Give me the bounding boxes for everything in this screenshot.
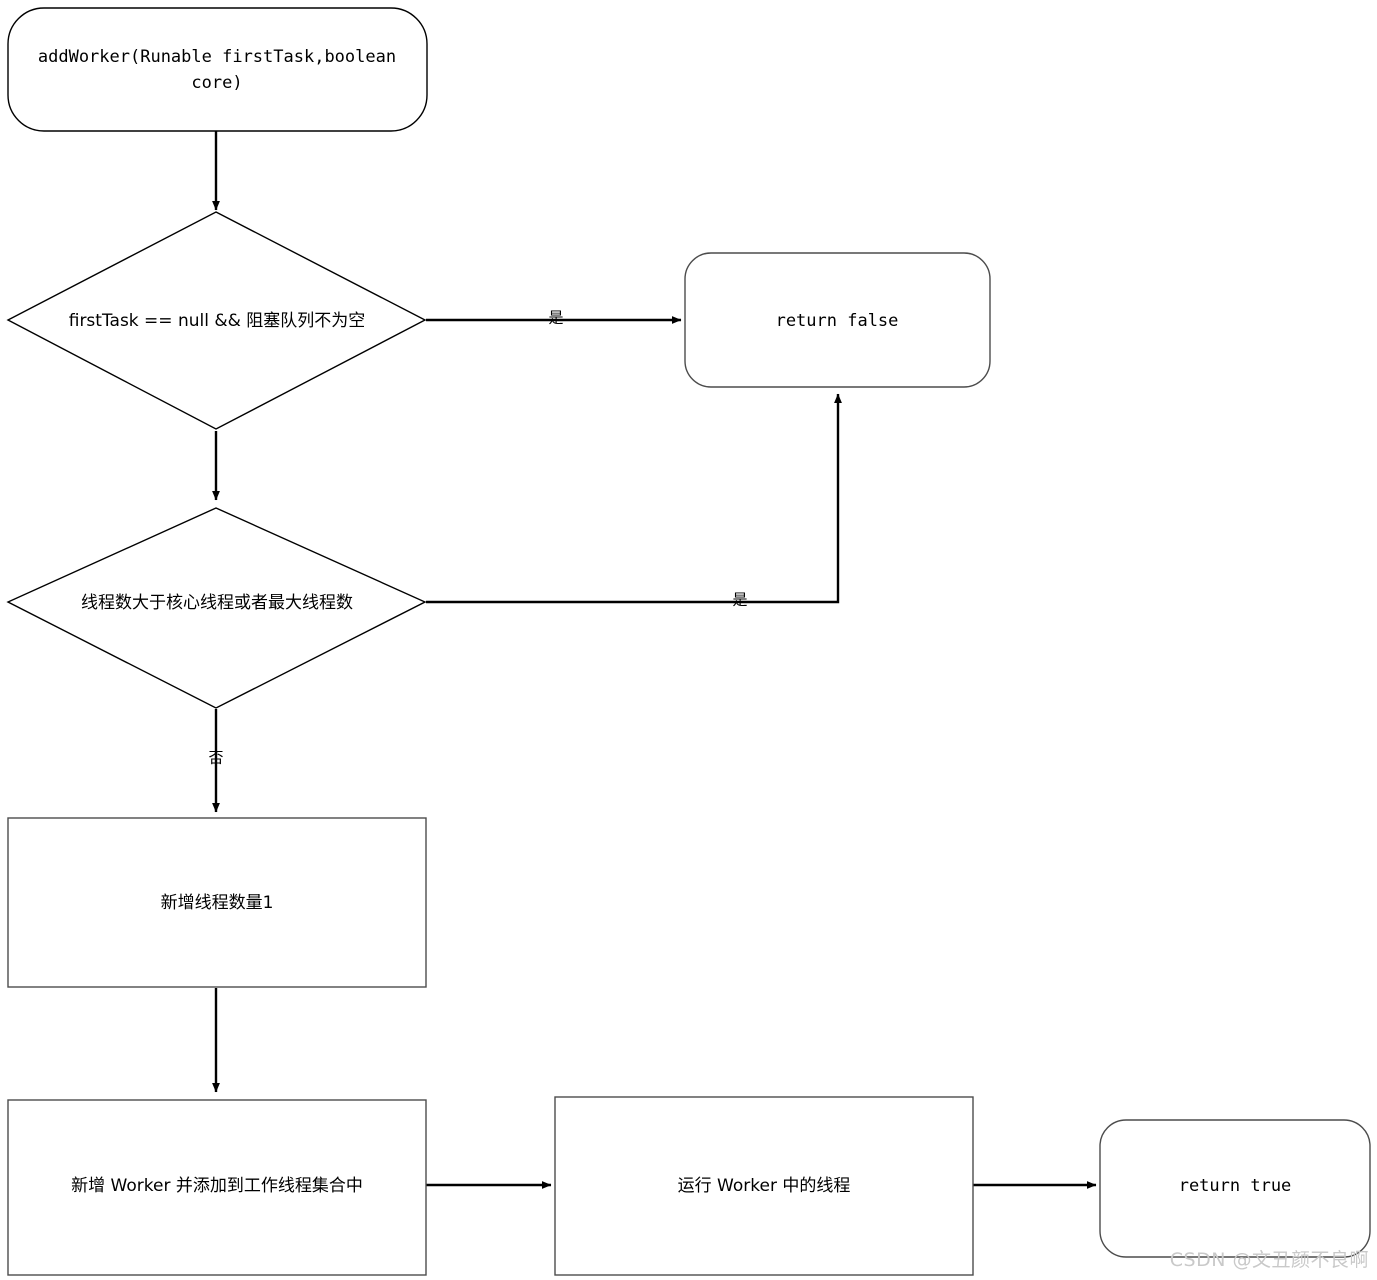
node-increment-thread-count[interactable]: 新增线程数量1 xyxy=(7,817,427,988)
node-start-label-line2: core) xyxy=(191,73,242,93)
edge-decision2-yes-to-return-false xyxy=(426,393,842,604)
node-run-worker[interactable]: 运行 Worker 中的线程 xyxy=(554,1096,974,1276)
node-decision-first-task-label: firstTask == null && 阻塞队列不为空 xyxy=(69,311,366,331)
node-decision-thread-count[interactable]: 线程数大于核心线程或者最大线程数 xyxy=(6,507,427,709)
node-start-label-line1: addWorker(Runable firstTask,boolean xyxy=(38,47,396,67)
node-add-worker-label: 新增 Worker 并添加到工作线程集合中 xyxy=(71,1176,363,1196)
node-run-worker-label: 运行 Worker 中的线程 xyxy=(678,1176,851,1196)
edge-label-thread-count-yes: 是 xyxy=(732,591,747,609)
csdn-watermark: CSDN @文丑颜不良啊 xyxy=(1169,1249,1369,1271)
node-return-true[interactable]: return true xyxy=(1099,1119,1371,1258)
edge-label-thread-count-no: 否 xyxy=(208,749,223,767)
edge-label-first-task-yes: 是 xyxy=(548,309,563,327)
node-add-worker[interactable]: 新增 Worker 并添加到工作线程集合中 xyxy=(7,1099,427,1276)
node-decision-first-task[interactable]: firstTask == null && 阻塞队列不为空 xyxy=(6,211,427,430)
node-return-false-label: return false xyxy=(776,311,899,331)
node-increment-thread-count-label: 新增线程数量1 xyxy=(161,893,274,913)
node-decision-thread-count-label: 线程数大于核心线程或者最大线程数 xyxy=(81,593,353,613)
node-return-true-label: return true xyxy=(1179,1176,1292,1196)
node-start[interactable]: addWorker(Runable firstTask,boolean core… xyxy=(7,7,428,132)
node-return-false[interactable]: return false xyxy=(684,252,991,388)
